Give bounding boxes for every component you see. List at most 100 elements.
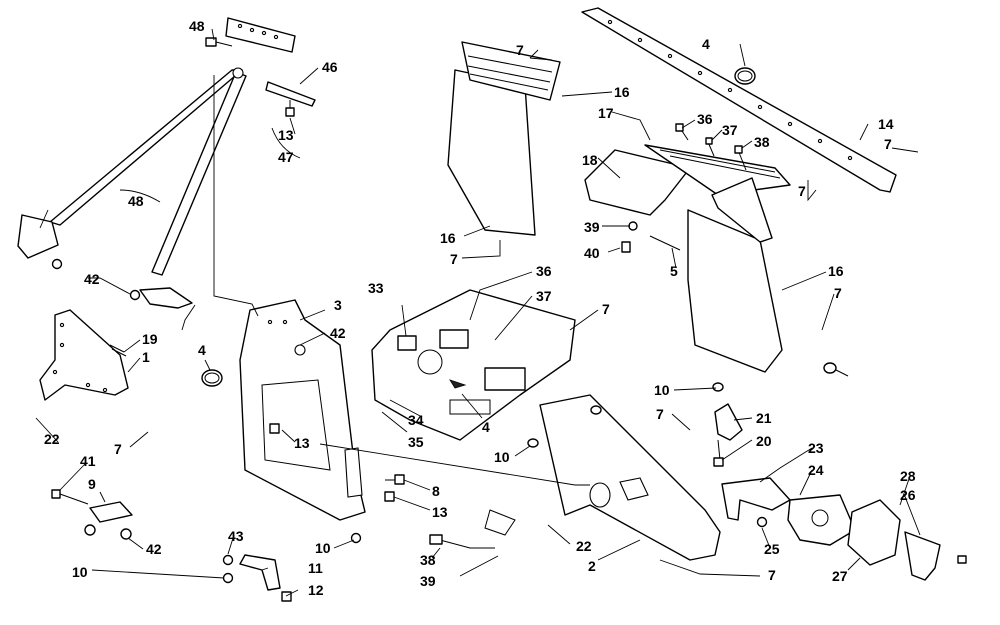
console-18 (584, 149, 691, 216)
callout-43: 43 (228, 528, 244, 544)
harness-34 (429, 509, 516, 549)
callout-17: 17 (598, 105, 614, 121)
bolt-47 (205, 37, 233, 47)
callout-23: 23 (808, 440, 824, 456)
callout-10-box: 10 (494, 449, 510, 465)
foot-bracket-48-left (17, 214, 59, 259)
callout-15: 16 (614, 84, 630, 100)
callout-36: 36 (697, 111, 713, 127)
callout-12: 12 (308, 582, 324, 598)
control-box-6 (371, 289, 576, 441)
callout-7-plate: 7 (450, 251, 458, 267)
relay-29 (397, 335, 417, 351)
callout-35: 39 (420, 573, 436, 589)
bolt-13-lower (384, 491, 395, 502)
callout-28: 28 (900, 468, 916, 484)
mount-21 (714, 403, 743, 441)
callout-46: 48 (128, 193, 144, 209)
nut-10-low (222, 572, 234, 584)
callout-39: 39 (584, 219, 600, 235)
bolt-20 (713, 439, 724, 467)
callout-10-right: 10 (654, 382, 670, 398)
plate-26 (904, 531, 941, 581)
callout-14: 14 (878, 116, 894, 132)
motor-24 (787, 494, 856, 546)
callout-4-box: 4 (482, 419, 490, 435)
clamp-4-top (734, 67, 756, 85)
callout-3: 3 (334, 297, 342, 313)
callout-45: 47 (278, 149, 294, 165)
bolt-41 (51, 489, 89, 505)
callout-22-right: 22 (576, 538, 592, 554)
nut-10-mid (590, 405, 602, 415)
bracket-11 (239, 554, 281, 591)
callout-11: 11 (308, 560, 323, 576)
clip-44 (265, 81, 316, 107)
callout-8: 8 (432, 483, 440, 499)
callout-38: 38 (754, 134, 770, 150)
callout-13-top: 13 (278, 127, 294, 143)
callout-10-frame: 10 (315, 540, 331, 556)
screw-38 (734, 145, 747, 171)
callout-13-frame: 13 (294, 435, 310, 451)
callout-41: 41 (80, 453, 96, 469)
clamp-4-left (201, 369, 223, 387)
callout-24: 24 (808, 462, 824, 478)
mount-plate (711, 177, 773, 243)
bracket-arm-46 (49, 67, 247, 276)
callout-34: 38 (420, 552, 436, 568)
callout-2: 2 (588, 558, 596, 574)
callout-16-left: 16 (440, 230, 456, 246)
callout-1: 1 (142, 349, 150, 365)
spring-19 (109, 344, 127, 357)
callout-18: 18 (582, 152, 598, 168)
nut-10-frame (350, 532, 362, 544)
callout-26: 26 (900, 487, 916, 503)
callout-10-left: 10 (72, 564, 88, 580)
callout-25: 25 (764, 541, 780, 557)
nut-43 (222, 554, 234, 566)
callout-32: 36 (536, 263, 552, 279)
bolt-13-top (285, 100, 295, 117)
callout-5: 5 (670, 263, 678, 279)
callout-42-frame: 42 (330, 325, 346, 341)
callout-4-left: 4 (198, 342, 206, 358)
callout-37: 37 (722, 122, 738, 138)
callout-7-top: 7 (516, 42, 524, 58)
callout-40: 40 (584, 245, 600, 261)
callout-6: 7 (602, 301, 610, 317)
grill-15 (461, 41, 561, 101)
callout-7-mid: 7 (798, 183, 806, 199)
nut-42-b (120, 528, 132, 540)
bolt-right-plate (823, 362, 849, 377)
callout-33: 37 (536, 288, 552, 304)
callout-21: 21 (756, 410, 772, 426)
nut-42-left (51, 258, 63, 270)
callout-31: 35 (408, 434, 424, 450)
callout-29: 33 (368, 280, 384, 296)
callout-7-right: 7 (834, 285, 842, 301)
cross-bar-14 (581, 7, 897, 193)
callout-19: 19 (142, 331, 158, 347)
nut-42-mid (129, 289, 141, 301)
side-frame-3 (239, 299, 366, 521)
bolt-12 (281, 591, 292, 602)
plate-16-left (447, 69, 536, 236)
callout-7-mount: 7 (656, 406, 664, 422)
screw-36 (675, 123, 689, 141)
callout-42-bottom: 42 (146, 541, 162, 557)
callout-7-bottom: 7 (768, 567, 776, 583)
callout-20: 20 (756, 433, 772, 449)
screw-37 (705, 137, 715, 157)
screw-28 (957, 555, 967, 564)
callout-27: 27 (832, 568, 848, 584)
callout-44: 46 (322, 59, 338, 75)
cover-27 (847, 499, 901, 566)
part-40 (621, 241, 631, 253)
chassis-piece-2 (539, 394, 721, 561)
callout-7-bar: 7 (884, 136, 892, 152)
nut-42-a (84, 524, 96, 536)
top-plate-44 (225, 17, 296, 53)
